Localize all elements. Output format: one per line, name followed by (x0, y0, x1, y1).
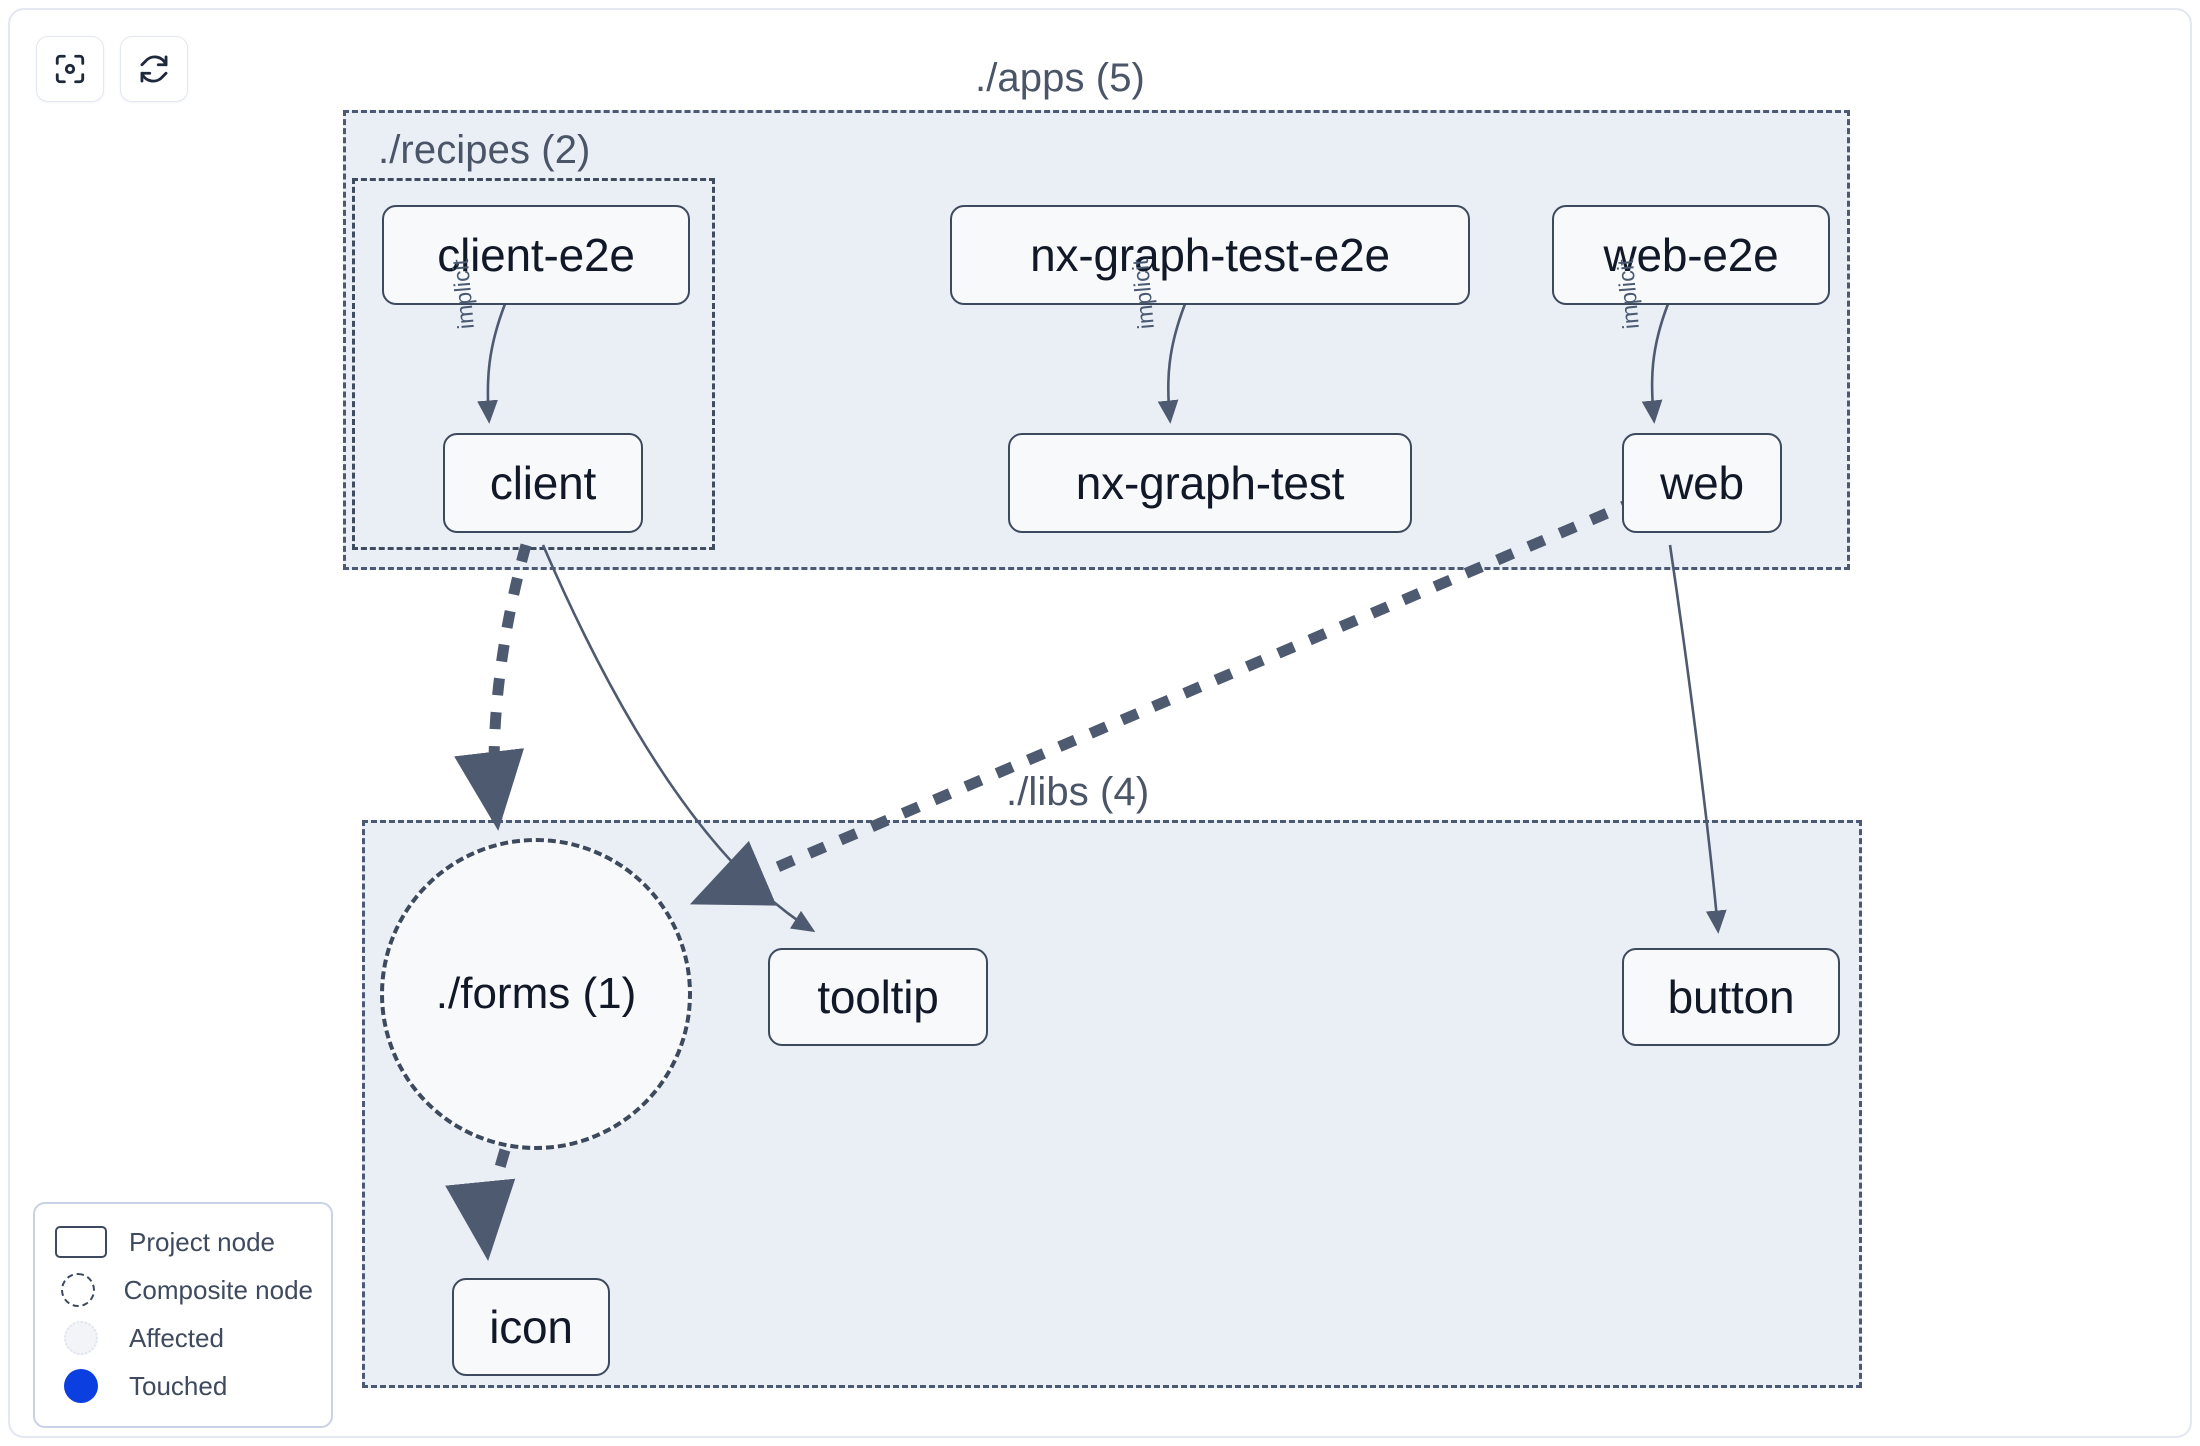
legend-item-affected: Affected (53, 1314, 313, 1362)
project-node-client-e2e[interactable]: client-e2e (382, 205, 690, 305)
legend-label: Composite node (123, 1274, 313, 1305)
legend-label: Project node (129, 1226, 275, 1257)
legend-label: Touched (129, 1370, 228, 1401)
project-node-tooltip[interactable]: tooltip (768, 948, 988, 1046)
node-label: icon (489, 1301, 573, 1353)
affected-node-symbol-icon (53, 1321, 109, 1355)
project-node-nx-graph-test[interactable]: nx-graph-test (1008, 433, 1412, 533)
node-label: nx-graph-test-e2e (1030, 229, 1390, 281)
touched-node-symbol-icon (53, 1369, 109, 1403)
node-label: web-e2e (1603, 229, 1779, 281)
project-node-nx-graph-test-e2e[interactable]: nx-graph-test-e2e (950, 205, 1470, 305)
node-label: button (1667, 971, 1795, 1023)
legend-label: Affected (129, 1322, 224, 1353)
composite-node-forms[interactable]: ./forms (1) (380, 838, 692, 1150)
graph-toolbar (36, 36, 188, 102)
refresh-icon (137, 52, 171, 86)
project-node-button[interactable]: button (1622, 948, 1840, 1046)
project-node-web-e2e[interactable]: web-e2e (1552, 205, 1830, 305)
focus-graph-button[interactable] (36, 36, 104, 102)
node-label: tooltip (817, 971, 939, 1023)
graph-legend: Project node Composite node Affected Tou… (33, 1202, 333, 1428)
group-label-apps: ./apps (5) (975, 56, 1145, 100)
project-node-web[interactable]: web (1622, 433, 1782, 533)
refresh-graph-button[interactable] (120, 36, 188, 102)
node-label: web (1660, 457, 1744, 509)
node-label: nx-graph-test (1075, 457, 1345, 509)
composite-node-symbol-icon (53, 1273, 104, 1307)
project-node-symbol-icon (53, 1226, 109, 1258)
node-label: client (489, 457, 597, 509)
focus-target-icon (53, 52, 87, 86)
project-node-client[interactable]: client (443, 433, 643, 533)
project-node-icon[interactable]: icon (452, 1278, 610, 1376)
group-label-libs: ./libs (4) (1006, 770, 1150, 814)
legend-item-touched: Touched (53, 1362, 313, 1410)
node-label: ./forms (1) (435, 969, 637, 1018)
legend-item-project-node: Project node (53, 1218, 313, 1266)
legend-item-composite-node: Composite node (53, 1266, 313, 1314)
group-label-recipes: ./recipes (2) (378, 128, 591, 172)
node-label: client-e2e (437, 229, 635, 281)
